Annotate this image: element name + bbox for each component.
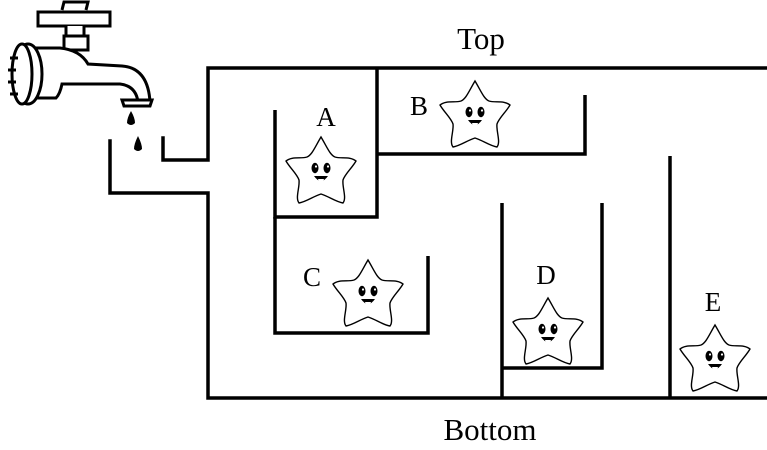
container-a [273,68,379,219]
pipe-outline [108,66,767,400]
container-e-label: E [705,287,722,317]
star-icon [285,136,357,204]
star-icon [332,259,404,327]
container-d-label: D [536,260,556,290]
container-c-label: C [303,262,321,292]
container-b-label: B [410,91,428,121]
star-icon [679,324,751,392]
container-d [500,203,604,398]
container-c [273,217,430,335]
bottom-label: Bottom [443,412,536,445]
top-label: Top [457,21,505,56]
faucet-icon [8,0,155,108]
water-drop-icon [127,111,142,151]
star-icon [439,80,511,148]
container-a-label: A [316,102,336,132]
star-icon [512,297,584,365]
container-b [377,95,587,156]
